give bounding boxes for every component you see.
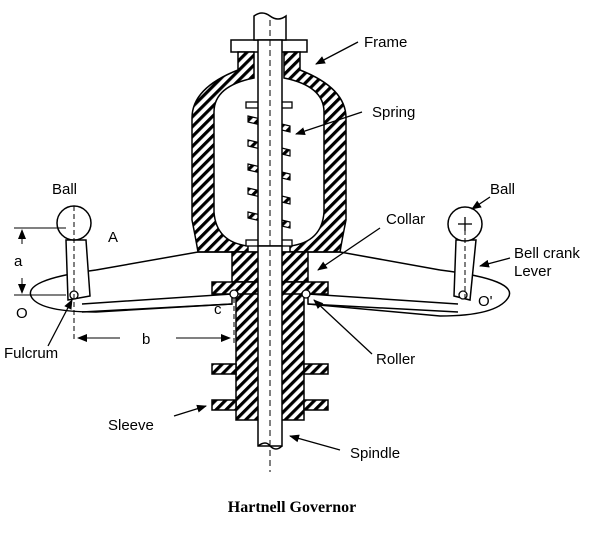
bell-crank-right	[447, 206, 483, 301]
label-spring: Spring	[372, 104, 415, 121]
label-roller: Roller	[376, 351, 415, 368]
label-fulcrum: Fulcrum	[4, 345, 58, 362]
label-ball-right: Ball	[490, 181, 515, 198]
label-point-o: O	[16, 305, 28, 322]
spindle-bottom	[257, 20, 283, 472]
label-dim-a: a	[14, 253, 23, 270]
label-collar: Collar	[386, 211, 425, 228]
label-ball-left: Ball	[52, 181, 77, 198]
label-dim-b: b	[142, 331, 150, 348]
diagram-caption: Hartnell Governor	[228, 499, 356, 516]
label-spindle: Spindle	[350, 445, 400, 462]
leader-arrows	[47, 41, 511, 451]
roller-right	[301, 289, 311, 299]
dimension-a	[14, 227, 66, 296]
label-frame: Frame	[364, 34, 407, 51]
label-point-a: A	[108, 229, 118, 246]
fulcrum-pin-right	[458, 290, 468, 300]
label-point-o-prime: O'	[478, 293, 493, 310]
label-point-c: c	[214, 301, 222, 318]
label-sleeve: Sleeve	[108, 417, 154, 434]
label-lever: Lever	[514, 263, 552, 280]
label-bell-crank: Bell crank	[514, 245, 580, 262]
roller-left	[229, 289, 239, 299]
bell-crank-left	[56, 205, 92, 340]
